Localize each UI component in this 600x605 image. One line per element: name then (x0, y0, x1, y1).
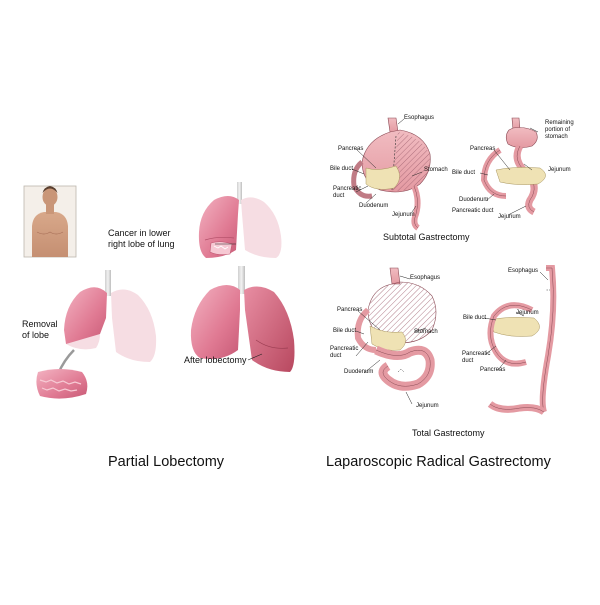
caption-laparoscopic-radical-gastrectomy: Laparoscopic Radical Gastrectomy (326, 454, 551, 470)
caption-total-gastrectomy: Total Gastrectomy (412, 428, 485, 438)
label-esophagus-total-after: Esophagus (508, 268, 538, 275)
label-pancreas-after: Pancreas (470, 146, 495, 153)
label-duodenum-after: Duodenum (459, 197, 488, 204)
label-cancer-lower-right-lobe: Cancer in lower right lobe of lung (108, 228, 175, 250)
label-pancreas-total-after: Pancreas (480, 367, 505, 374)
label-jejunum-total: Jejunum (416, 403, 439, 410)
label-esophagus: Esophagus (404, 115, 434, 122)
label-removal-of-lobe: Removal of lobe (22, 319, 58, 341)
label-duodenum-total: Duodenum (344, 369, 373, 376)
label-pancreatic-duct-total-after: Pancreatic duct (462, 351, 490, 365)
label-bile-duct: Bile duct (330, 166, 353, 173)
label-esophagus-total: Esophagus (410, 275, 440, 282)
removed-lobe (36, 369, 87, 399)
label-bile-duct-total: Bile duct (333, 328, 356, 335)
subtotal-stomach-after (484, 118, 546, 212)
label-pancreatic-duct-after: Pancreatic duct (452, 208, 493, 215)
patient-thumbnail (24, 186, 76, 257)
label-stomach-total: Stomach (414, 329, 438, 336)
total-stomach-after (490, 268, 553, 412)
label-bile-duct-after: Bile duct (452, 170, 475, 177)
label-jejunum-after-2: Jejunum (498, 214, 521, 221)
label-jejunum-total-after: Jejunum (516, 310, 539, 317)
label-stomach: Stomach (424, 167, 448, 174)
caption-partial-lobectomy: Partial Lobectomy (108, 454, 224, 470)
label-remaining-portion-of-stomach: Remaining portion of stomach (545, 120, 574, 141)
label-pancreas-total: Pancreas (337, 307, 362, 314)
label-pancreas: Pancreas (338, 146, 363, 153)
lung-with-tumor (199, 182, 282, 258)
label-jejunum: Jejunum (392, 212, 415, 219)
label-pancreatic-duct-total: Pancreatic duct (330, 346, 358, 360)
caption-subtotal-gastrectomy: Subtotal Gastrectomy (383, 232, 470, 242)
label-pancreatic-duct: Pancreatic duct (333, 186, 361, 200)
label-bile-duct-total-after: Bile duct (463, 315, 486, 322)
label-duodenum: Duodenum (359, 203, 388, 210)
label-jejunum-after: Jejunum (548, 167, 571, 174)
label-after-lobectomy: After lobectomy (184, 355, 247, 366)
lung-lobe-removed (64, 270, 156, 362)
